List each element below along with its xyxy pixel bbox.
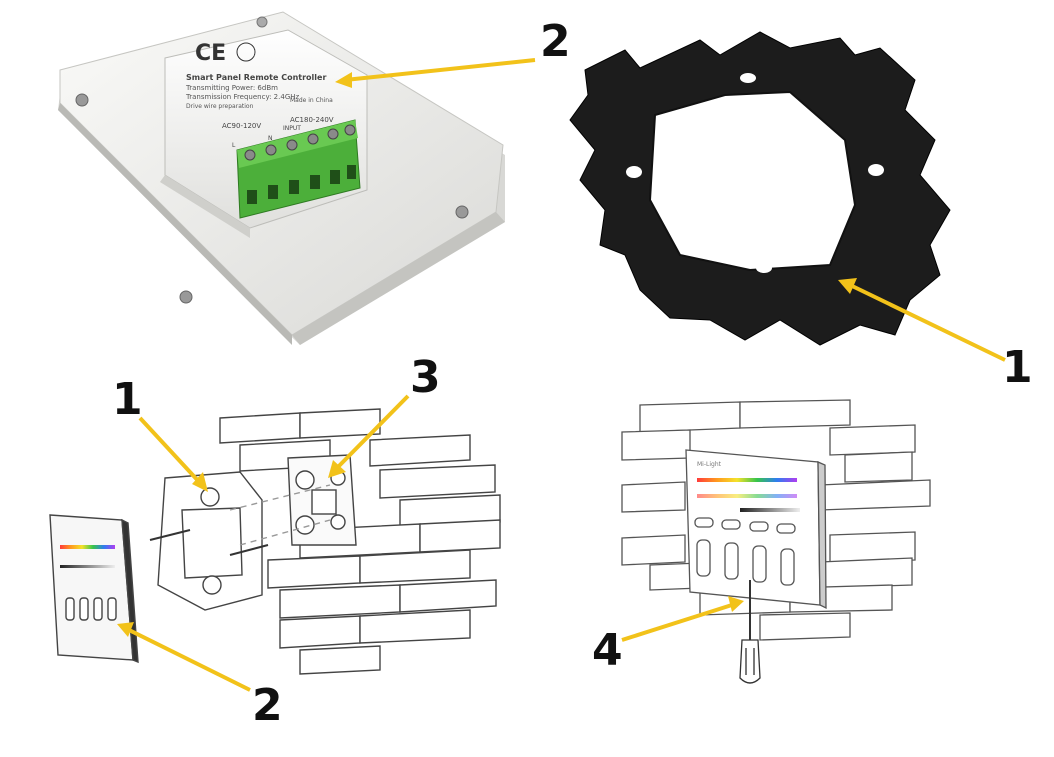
- input-label: INPUT: [283, 125, 301, 132]
- terminal-slot: [289, 180, 299, 194]
- check-circle-icon: [236, 42, 256, 62]
- mounting-frame: [157, 471, 263, 611]
- terminal-screw-icon: [244, 149, 256, 161]
- callout-1-top: 1: [1002, 342, 1033, 393]
- terminal-screw-icon: [265, 144, 277, 156]
- arrow-head-icon: [728, 596, 744, 612]
- back-label: CE Smart Panel Remote Controller Transmi…: [185, 41, 334, 149]
- label-line-3: Transmission Frequency: 2.4GHz: [185, 93, 300, 101]
- arrow-head-icon: [117, 622, 134, 637]
- gasket-opening: [648, 90, 857, 272]
- terminal-screw-icon: [307, 133, 319, 145]
- label-line-5: Made in China: [290, 97, 333, 104]
- wall-box: [287, 454, 357, 546]
- label-line-4: Drive wire preparation: [186, 103, 254, 110]
- screw-icon: [256, 16, 268, 28]
- terminal-screw-icon: [327, 128, 339, 140]
- panel-back-photo: CE Smart Panel Remote Controller Transmi…: [58, 11, 571, 345]
- terminal-slot: [330, 170, 340, 184]
- front-panel: [49, 514, 139, 664]
- grey-strip: [740, 508, 800, 512]
- gasket-photo: 1: [569, 31, 1033, 393]
- bottom-left-callouts: 1 3 2: [112, 352, 441, 731]
- mount-hole: [626, 166, 642, 178]
- mount-hole: [868, 164, 884, 176]
- mount-hole: [756, 263, 772, 273]
- voltage-high: AC180-240V: [290, 116, 334, 124]
- bottom-right-callout: 4: [592, 596, 744, 676]
- arrow-head-icon: [335, 72, 352, 88]
- terminal-slot: [268, 185, 278, 199]
- arrow-head-icon: [192, 472, 208, 492]
- mount-hole: [740, 73, 756, 83]
- screw-icon: [75, 93, 89, 107]
- terminal-block: [236, 119, 361, 219]
- screwdriver-icon: [739, 580, 761, 684]
- callout-3-bottom: 3: [410, 352, 441, 403]
- callout-4: 4: [592, 625, 623, 676]
- callout-arrow: [847, 282, 1006, 362]
- terminal-slot: [347, 165, 356, 179]
- terminal-slot: [247, 190, 257, 204]
- panel-brand: Mi-Light: [697, 461, 722, 468]
- terminal-l: L: [232, 142, 236, 149]
- arrow-head-icon: [838, 278, 857, 294]
- callout-1-bottom: 1: [112, 374, 143, 425]
- color-strip: [697, 478, 797, 482]
- label-line-1: Smart Panel Remote Controller: [186, 73, 326, 82]
- arrow-head-icon: [328, 460, 346, 478]
- terminal-screw-icon: [344, 124, 356, 136]
- terminal-n: N: [268, 135, 273, 142]
- voltage-low: AC90-120V: [222, 122, 261, 130]
- label-line-2: Transmitting Power: 6dBm: [185, 84, 278, 92]
- brick-wall: [219, 408, 501, 675]
- exploded-installation: [49, 408, 501, 675]
- ce-mark: CE: [195, 41, 226, 66]
- callout-2-top: 2: [540, 16, 571, 67]
- terminal-screw-icon: [286, 139, 298, 151]
- callout-arrow: [344, 58, 536, 82]
- mounted-panel-diagram: Mi-Light: [621, 399, 931, 684]
- screw-icon: [179, 290, 193, 304]
- callout-2-bottom: 2: [252, 680, 283, 731]
- screw-icon: [455, 205, 469, 219]
- panel-buttons: [694, 517, 796, 586]
- terminal-slot: [310, 175, 320, 189]
- color-strip-2: [697, 494, 797, 498]
